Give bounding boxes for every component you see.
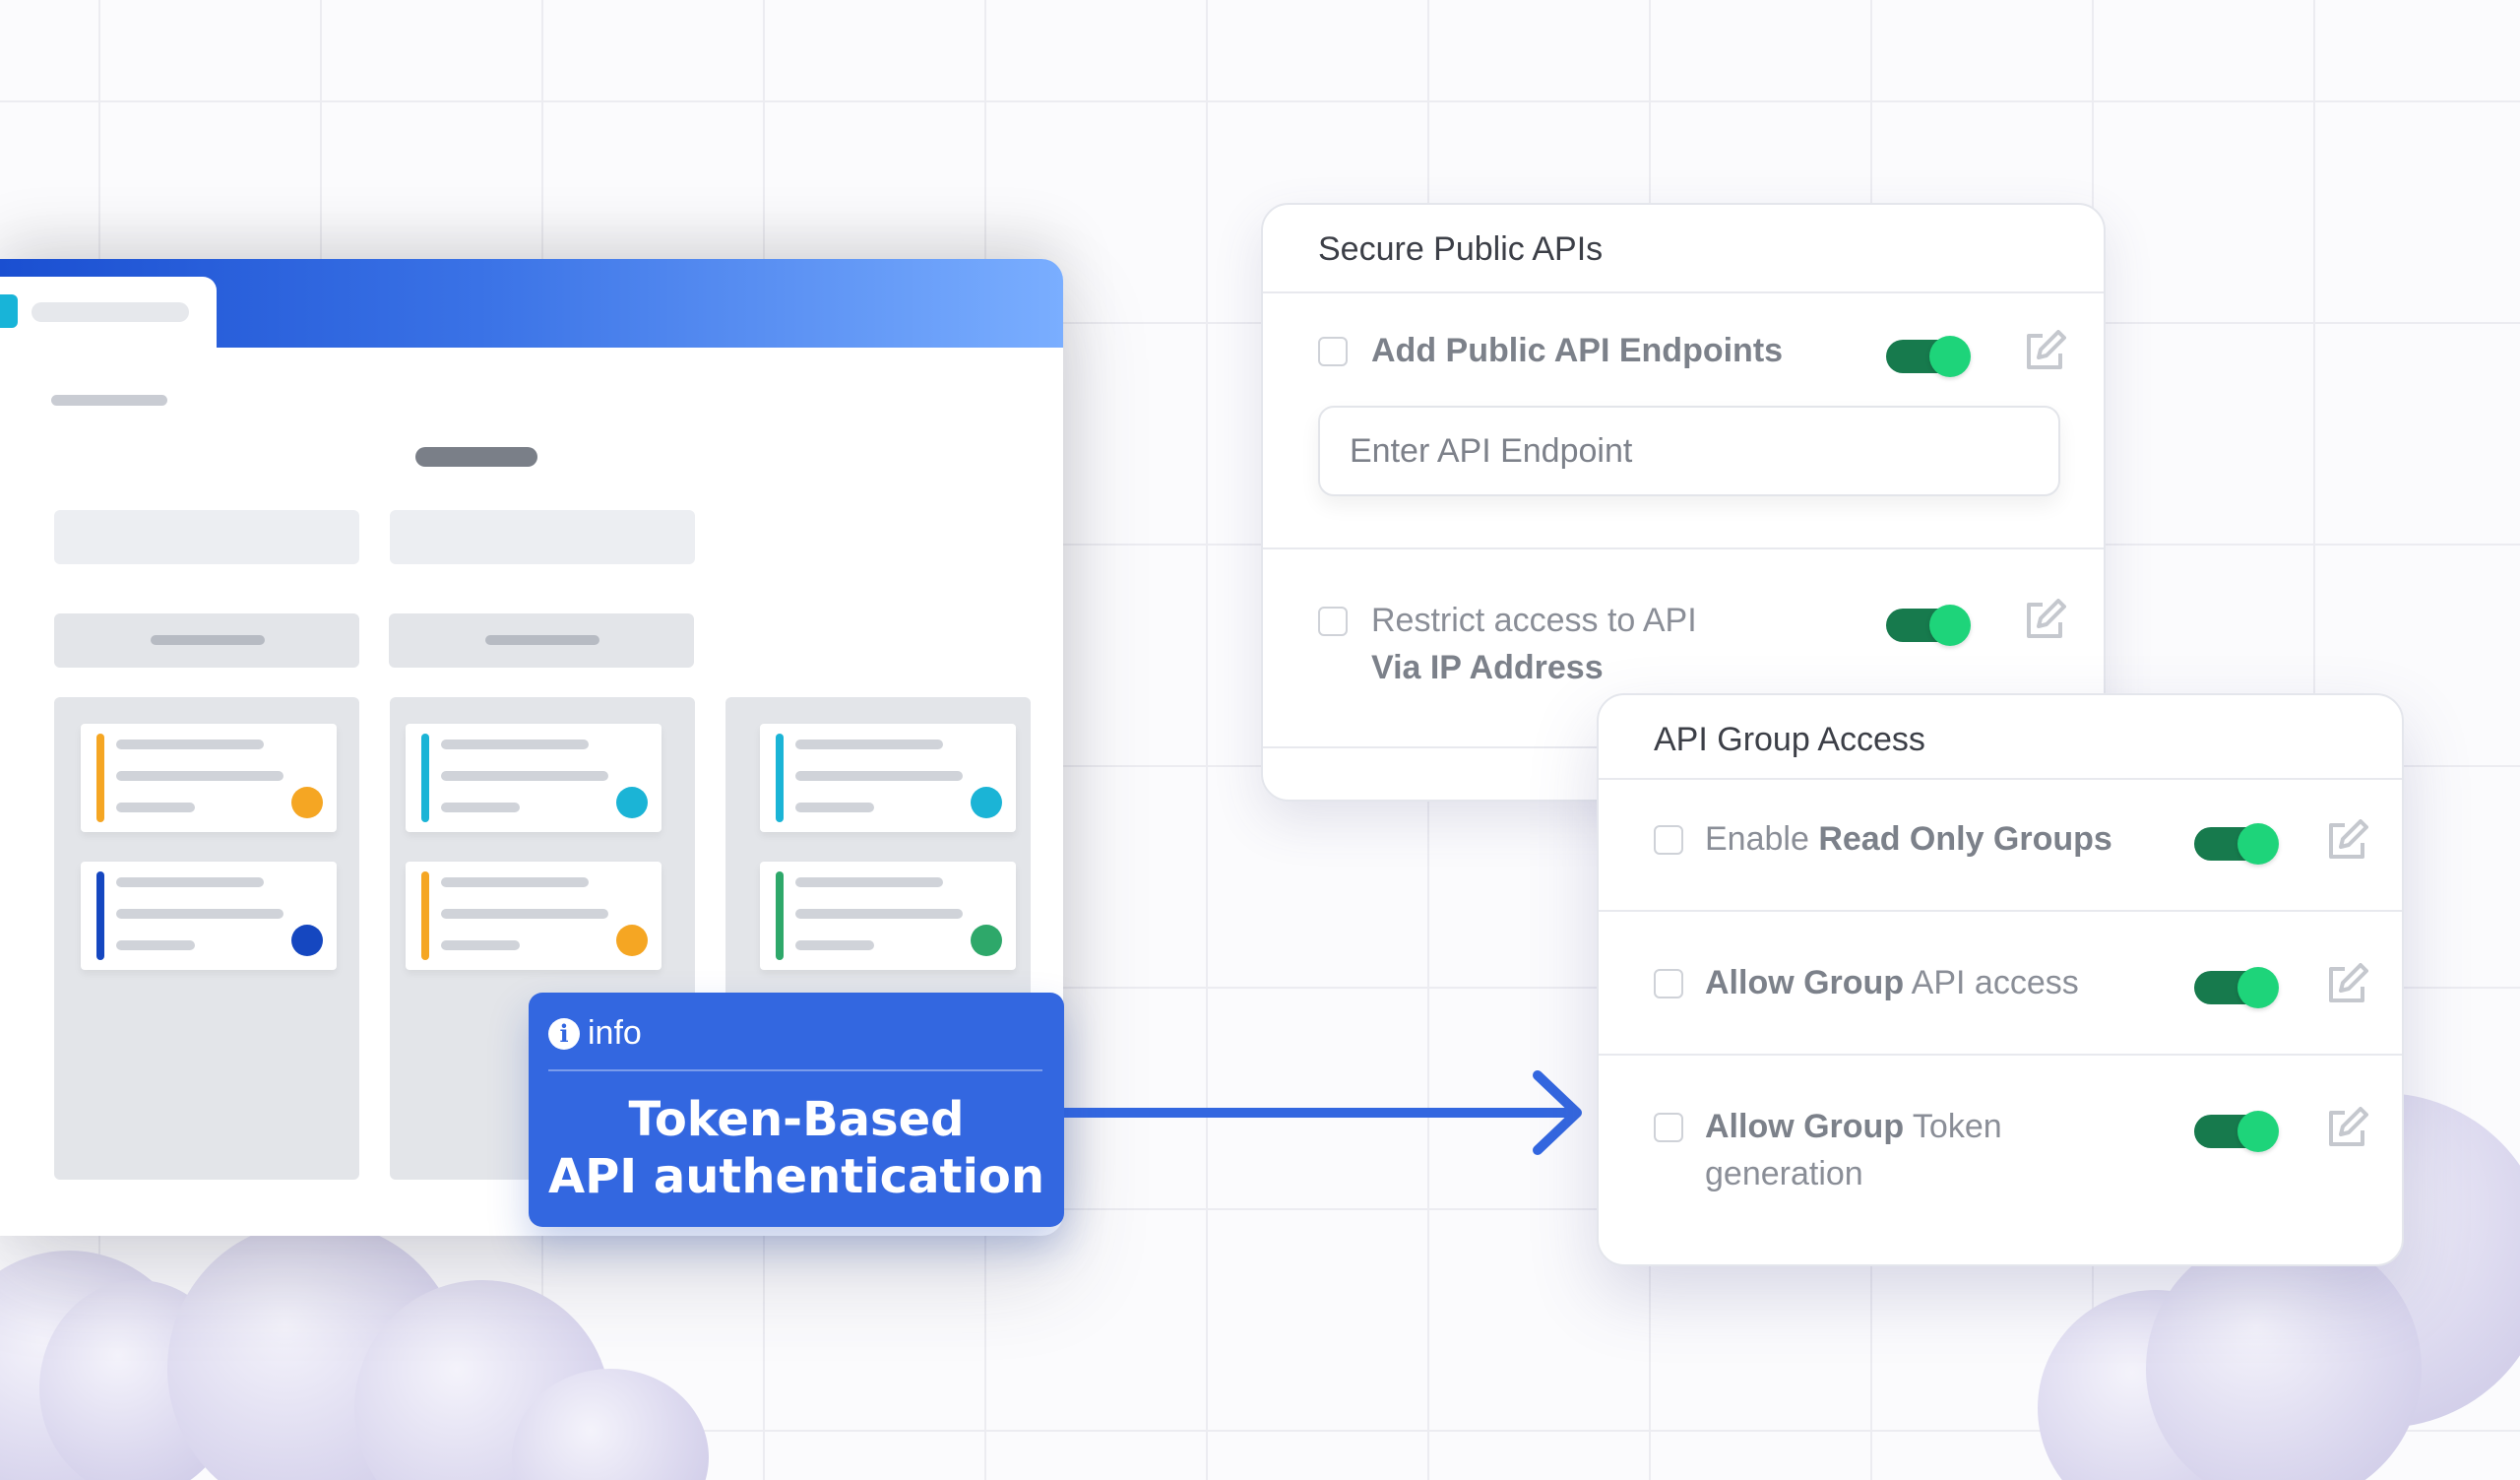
restrict-ip-toggle[interactable] (1886, 605, 1971, 646)
edit-icon[interactable] (2023, 330, 2066, 373)
status-dot (616, 925, 648, 956)
secure-public-apis-panel: Secure Public APIs Add Public API Endpoi… (1261, 203, 2106, 802)
task-card[interactable] (760, 862, 1016, 970)
filter-placeholder-1[interactable] (54, 510, 359, 564)
panel-title: Secure Public APIs (1318, 230, 1604, 268)
task-card[interactable] (406, 724, 662, 832)
read-only-groups-checkbox[interactable] (1654, 825, 1683, 855)
group-token-toggle[interactable] (2194, 1111, 2279, 1152)
group-token-checkbox[interactable] (1654, 1113, 1683, 1142)
edit-icon[interactable] (2325, 963, 2368, 1006)
column-header-2 (389, 613, 694, 668)
task-card[interactable] (760, 724, 1016, 832)
board-title-placeholder (415, 447, 537, 467)
add-endpoints-label: Add Public API Endpoints (1371, 332, 1784, 369)
arrow-right-icon (1063, 1070, 1582, 1155)
restrict-ip-label: Restrict access to API Via IP Address (1371, 602, 1697, 686)
status-dot (971, 925, 1002, 956)
column-header-1 (54, 613, 359, 668)
info-title-line2: API authentication (547, 1149, 1045, 1204)
edit-icon[interactable] (2325, 1107, 2368, 1150)
task-card[interactable] (81, 724, 337, 832)
task-card[interactable] (406, 862, 662, 970)
panel-title: API Group Access (1654, 721, 1925, 758)
info-title: Token-Based API authentication (529, 1091, 1064, 1205)
group-token-label: Allow Group Token generation (1705, 1108, 2002, 1192)
read-only-groups-toggle[interactable] (2194, 823, 2279, 865)
add-endpoints-toggle[interactable] (1886, 336, 1971, 377)
window-tab[interactable] (0, 277, 217, 348)
edit-icon[interactable] (2023, 599, 2066, 642)
info-label: info (588, 1014, 642, 1052)
breadcrumb-placeholder (51, 395, 167, 406)
info-icon: i (548, 1017, 580, 1050)
status-dot (291, 925, 323, 956)
filter-placeholder-2[interactable] (390, 510, 695, 564)
kanban-column-1 (54, 697, 359, 1180)
tab-title-placeholder (32, 302, 189, 322)
edit-icon[interactable] (2325, 819, 2368, 863)
group-api-access-checkbox[interactable] (1654, 969, 1683, 998)
restrict-ip-checkbox[interactable] (1318, 607, 1348, 636)
group-api-access-toggle[interactable] (2194, 967, 2279, 1008)
read-only-groups-label: Enable Read Only Groups (1705, 820, 2112, 858)
status-dot (971, 787, 1002, 818)
add-endpoints-checkbox[interactable] (1318, 337, 1348, 366)
kanban-column-3 (725, 697, 1031, 1012)
info-callout: i info Token-Based API authentication (529, 993, 1064, 1227)
tab-icon (0, 294, 18, 328)
info-title-line1: Token-Based (628, 1092, 965, 1147)
api-group-access-panel: API Group Access Enable Read Only Groups… (1597, 693, 2404, 1266)
status-dot (616, 787, 648, 818)
group-api-access-label: Allow Group API access (1705, 964, 2079, 1001)
task-card[interactable] (81, 862, 337, 970)
status-dot (291, 787, 323, 818)
api-endpoint-input[interactable] (1318, 406, 2060, 496)
info-divider (548, 1069, 1042, 1071)
